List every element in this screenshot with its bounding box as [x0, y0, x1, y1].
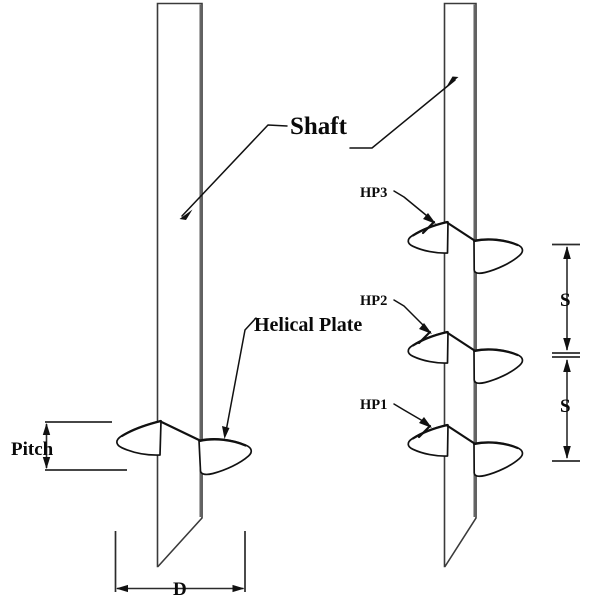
right-shaft-body: [443, 2, 477, 568]
diameter-label: D: [173, 579, 187, 600]
helical-plate-leader: [222, 317, 257, 439]
hp3-label: HP3: [360, 185, 387, 201]
hp2-arrow-tail: [417, 330, 432, 345]
spacing-lower-arrow-top-icon: [563, 359, 571, 372]
shaft-leader-left: [179, 124, 288, 220]
helical-plate-label: Helical Plate: [254, 314, 362, 336]
diameter-dimension: [114, 531, 246, 593]
multi-helix-pile: [349, 2, 580, 568]
spacing-upper-arrow-bottom-icon: [563, 338, 571, 351]
shaft-leader-right-arrow-icon: [446, 76, 459, 88]
pitch-arrow-up-icon: [42, 423, 51, 435]
spacing-dimension-upper: [552, 243, 580, 354]
hp1-leader-line: [393, 403, 429, 425]
hp2-front-lobe: [407, 331, 449, 364]
hp1-leader-arrow-icon: [419, 417, 432, 428]
shaft-label: Shaft: [290, 113, 348, 140]
shaft-leader-left-line: [181, 124, 288, 217]
shaft-leader-left-arrow-icon: [179, 209, 193, 220]
spacing-lower-label: S: [560, 396, 571, 417]
left-helix-rear-upper-edge: [198, 438, 247, 447]
hp1-front-upper-edge: [411, 423, 449, 440]
left-shaft-body: [156, 2, 203, 568]
helix-plate-hp2: [407, 330, 524, 385]
spacing-lower-arrow-bottom-icon: [563, 446, 571, 459]
hp2-leader-arrow-icon: [419, 323, 432, 334]
helix-plate-hp1: [407, 423, 524, 478]
pitch-arrow-down-icon: [42, 457, 51, 469]
hp3-arrow-tail: [421, 220, 436, 235]
hp1-arrow-tail: [417, 424, 432, 439]
pitch-dimension: [42, 421, 127, 471]
spacing-upper-label: S: [560, 290, 571, 311]
hp3-leader-arrow-icon: [423, 213, 436, 224]
helical-plate-leader-arrow-icon: [222, 426, 230, 439]
spacing-dimension-lower: [552, 356, 580, 462]
hp1-front-lobe: [407, 424, 449, 457]
hp3-rear-upper-edge: [473, 238, 519, 247]
hp1-rear-upper-edge: [473, 441, 519, 450]
hp2-front-upper-edge: [411, 330, 449, 347]
spacing-upper-arrow-top-icon: [563, 246, 571, 259]
pitch-label: Pitch: [11, 439, 54, 460]
hp2-label: HP2: [360, 293, 387, 309]
hp3-blade-crossing: [445, 221, 476, 242]
hp3-leader: [393, 190, 436, 235]
hp2-leader-line: [393, 299, 429, 331]
hp1-leader: [393, 403, 432, 439]
left-helix-blade-crossing: [159, 420, 202, 442]
single-helix-pile: [42, 2, 288, 593]
left-helix-front-upper-edge: [120, 419, 162, 438]
diameter-arrow-left-icon: [116, 584, 128, 593]
hp2-rear-upper-edge: [473, 348, 519, 357]
hp3-leader-line: [393, 190, 433, 221]
diameter-arrow-right-icon: [232, 584, 245, 593]
hp1-blade-crossing: [445, 424, 476, 445]
hp2-blade-crossing: [445, 331, 476, 352]
shaft-leader-right-line: [349, 79, 456, 149]
shaft-leader-right: [349, 76, 459, 149]
hp2-leader: [393, 299, 432, 345]
hp1-label: HP1: [360, 397, 387, 413]
helical-plate-leader-line: [224, 317, 257, 435]
left-helix-front-lobe: [116, 420, 162, 456]
